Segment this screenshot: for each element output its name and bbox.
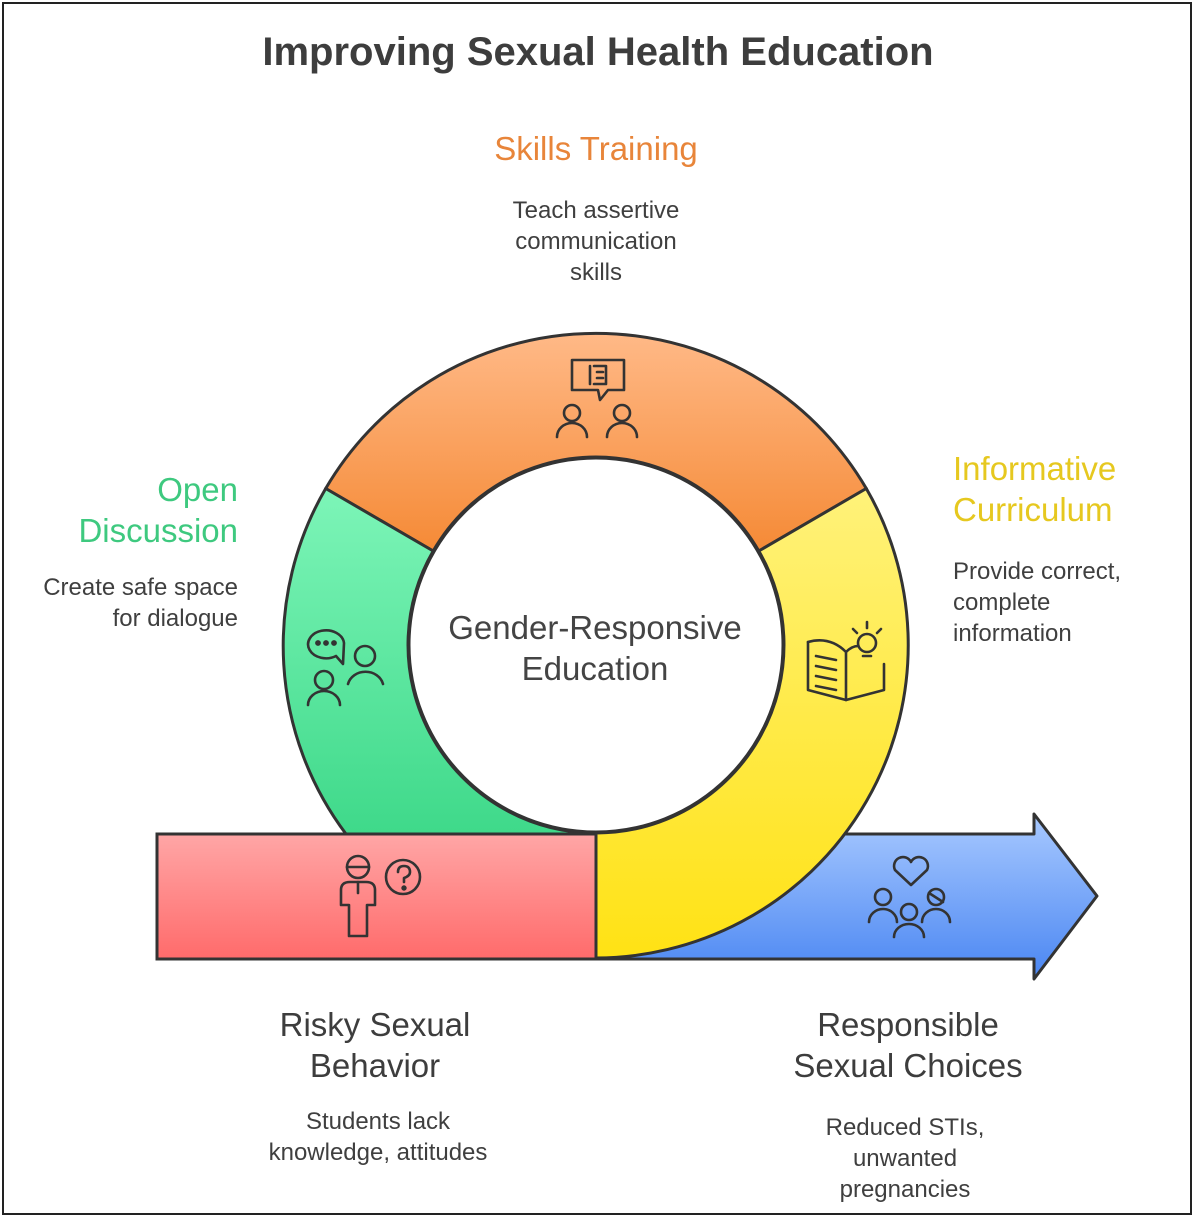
center-label: Gender-Responsive Education — [410, 607, 780, 689]
confused-person-icon — [339, 854, 422, 938]
informative-heading-line-1: Informative — [953, 450, 1117, 487]
responsible-heading-line-2: Sexual Choices — [793, 1047, 1023, 1084]
informative-desc-line-2: complete — [953, 589, 1051, 616]
open-discussion-description: Create safe space for dialogue — [20, 572, 238, 634]
risky-desc-line-1: Students lack — [305, 1108, 451, 1135]
start-bar — [155, 832, 598, 961]
open-heading-line-1: Open — [157, 471, 238, 508]
center-label-line-1: Gender-Responsive — [448, 609, 742, 646]
informative-desc-line-1: Provide correct, — [953, 558, 1122, 585]
center-hub — [407, 456, 785, 834]
skills-training-description: Teach assertive communication skills — [396, 195, 796, 288]
open-discussion-heading: Open Discussion — [20, 469, 238, 551]
informative-heading-line-2: Curriculum — [953, 491, 1113, 528]
skills-training-heading: Skills Training — [494, 130, 698, 167]
informative-curriculum-description: Provide correct, complete information — [953, 556, 1183, 649]
risky-behavior-description: Students lack knowledge, attitudes — [215, 1106, 541, 1168]
discussion-people-icon — [306, 629, 385, 707]
responsible-choices-heading: Responsible Sexual Choices — [748, 1004, 1068, 1086]
responsible-desc-line-1: Reduced STIs, — [825, 1114, 985, 1141]
diagram-title: Improving Sexual Health Education — [262, 30, 934, 74]
center-label-line-2: Education — [521, 650, 669, 687]
open-heading-line-2: Discussion — [78, 512, 238, 549]
risky-desc-line-2: knowledge, attitudes — [268, 1139, 488, 1166]
informative-curriculum-heading: Informative Curriculum — [953, 448, 1183, 530]
responsible-desc-line-3: pregnancies — [839, 1176, 971, 1203]
skills-desc-line-3: skills — [570, 259, 622, 286]
informative-desc-line-3: information — [953, 620, 1072, 647]
risky-heading-line-2: Behavior — [309, 1047, 441, 1084]
risky-behavior-heading: Risky Sexual Behavior — [215, 1004, 535, 1086]
risky-heading-line-1: Risky Sexual — [279, 1006, 471, 1043]
dialogue-training-icon — [555, 358, 639, 439]
open-desc-line-1: Create safe space — [43, 574, 238, 601]
group-heart-icon — [867, 855, 952, 939]
book-lightbulb-icon — [806, 620, 886, 702]
open-desc-line-2: for dialogue — [112, 605, 238, 632]
responsible-heading-line-1: Responsible — [817, 1006, 999, 1043]
responsible-desc-line-2: unwanted — [852, 1145, 958, 1172]
skills-desc-line-2: communication — [515, 228, 677, 255]
skills-desc-line-1: Teach assertive — [512, 197, 680, 224]
responsible-choices-description: Reduced STIs, unwanted pregnancies — [748, 1112, 1062, 1205]
